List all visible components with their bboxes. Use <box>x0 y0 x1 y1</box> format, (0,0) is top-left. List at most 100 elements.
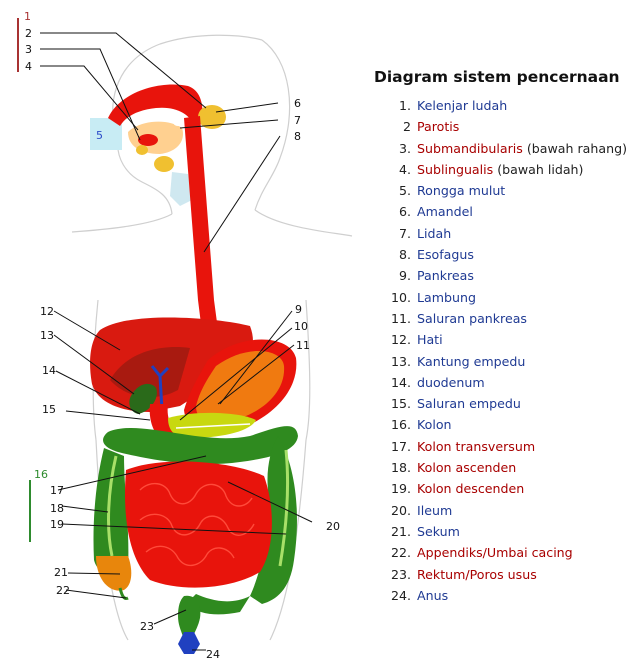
legend-item-number: 14. <box>390 374 411 390</box>
legend-item-term: Pankreas <box>417 268 474 284</box>
callout-10: 10 <box>294 320 308 333</box>
legend-item: 10. Lambung <box>374 287 630 308</box>
larynx <box>170 172 192 206</box>
legend-item-note: (bawah rahang) <box>522 140 627 156</box>
liver-shadow <box>110 347 190 398</box>
anus <box>178 632 200 654</box>
legend-item: 6. Amandel <box>374 201 630 222</box>
legend-item-number: 10. <box>390 289 411 305</box>
legend-item-number: 5. <box>398 183 411 199</box>
callout-17: 17 <box>50 484 64 497</box>
sublingual-gland <box>136 145 148 155</box>
legend-item-number: 8. <box>398 247 411 263</box>
legend-list: 1. Kelenjar ludah 2 Parotis 3.Submandibulari… <box>374 95 630 606</box>
callout-23: 23 <box>140 620 154 633</box>
legend-item-number: 11. <box>390 310 411 326</box>
callout-3: 3 <box>25 43 32 56</box>
small-intestine <box>125 461 272 588</box>
legend-item-term: duodenum <box>417 374 485 390</box>
callout-18: 18 <box>50 502 64 515</box>
callout-15: 15 <box>42 403 56 416</box>
legend-item-term: Ileum <box>417 502 453 518</box>
callout-14: 14 <box>42 364 56 377</box>
pharynx <box>108 84 203 126</box>
callout-7: 7 <box>294 114 301 127</box>
legend-item: 2 Parotis <box>374 116 630 137</box>
callout-21: 21 <box>54 566 68 579</box>
legend-item-number: 9. <box>398 268 411 284</box>
parotid-gland <box>198 105 226 129</box>
legend-item-term: Sekum <box>417 523 460 539</box>
callout-24: 24 <box>206 648 220 661</box>
legend-item-term: Rektum/Poros usus <box>417 566 537 582</box>
legend-item-term: Sublingualis <box>417 161 494 177</box>
cecum <box>96 556 132 591</box>
appendix <box>118 587 129 600</box>
callout-5: 5 <box>96 129 103 142</box>
legend-item: 16. Kolon <box>374 414 630 435</box>
legend-item-number: 6. <box>398 204 411 220</box>
legend-item-term: Submandibularis <box>417 140 523 156</box>
legend-item-number: 16. <box>390 417 411 433</box>
legend-panel: Diagram sistem pencernaan 1.Kelenjar lud… <box>374 68 630 606</box>
legend-item-number: 22. <box>390 545 411 561</box>
legend-item: 5.Rongga mulut <box>374 180 630 201</box>
callout-9: 9 <box>295 303 302 316</box>
legend-item-number: 7. <box>398 225 411 241</box>
legend-item-term: Lambung <box>417 289 476 305</box>
tongue-tip <box>138 134 158 146</box>
legend-item-number: 1. <box>398 98 411 113</box>
legend-item: 11. Saluran pankreas <box>374 308 630 329</box>
legend-item: 17.Kolon transversum <box>374 436 630 457</box>
callout-22: 22 <box>56 584 70 597</box>
legend-item-number: 2 <box>402 119 411 135</box>
legend-item: 7. Lidah <box>374 223 630 244</box>
legend-item: 3.Submandibularis (bawah rahang) <box>374 138 630 159</box>
legend-item: 12. Hati <box>374 329 630 350</box>
legend-item: 23. Rektum/Poros usus <box>374 564 630 585</box>
ascending-colon-highlight <box>107 455 118 557</box>
legend-item-term: Parotis <box>417 119 460 135</box>
legend-item: 14. duodenum <box>374 372 630 393</box>
legend-item-term: Hati <box>417 332 443 348</box>
legend-item: 4. Sublingualis (bawah lidah) <box>374 159 630 180</box>
legend-item-number: 15. <box>390 396 411 412</box>
legend-item-term: Kolon <box>417 417 452 433</box>
legend-item-note: (bawah lidah) <box>493 161 584 177</box>
legend-item-number: 18. <box>390 460 411 476</box>
legend-item-number: 23. <box>390 566 411 582</box>
callout-4: 4 <box>25 60 32 73</box>
tonsil <box>173 118 183 126</box>
pancreatic-duct <box>175 423 251 429</box>
callout-8: 8 <box>294 130 301 143</box>
legend-item: 9. Pankreas <box>374 265 630 286</box>
callout-2: 2 <box>25 27 32 40</box>
legend-item-term: Kelenjar ludah <box>417 98 508 113</box>
legend-item-term: Kolon ascenden <box>417 460 517 476</box>
legend-item-term: Saluran empedu <box>417 396 521 412</box>
legend-item: 24.Anus <box>374 585 630 606</box>
legend-item: 18. Kolon ascenden <box>374 457 630 478</box>
leader-lines <box>40 32 313 651</box>
legend-item: 22.Appendiks/Umbai cacing <box>374 542 630 563</box>
callout-13: 13 <box>40 329 54 342</box>
legend-item-number: 13. <box>390 353 411 369</box>
legend-item-term: Amandel <box>417 204 473 220</box>
legend-item-number: 4. <box>398 161 411 177</box>
esophagus <box>184 116 222 364</box>
callout-20: 20 <box>326 520 340 533</box>
callout-11: 11 <box>296 339 310 352</box>
transverse-colon <box>103 426 298 465</box>
legend-item-number: 12. <box>390 332 411 348</box>
small-intestine-folds <box>139 483 255 566</box>
legend-item: 8.Esofagus <box>374 244 630 265</box>
legend-item-term: Anus <box>417 587 449 603</box>
legend-item-term: Lidah <box>417 225 452 241</box>
callout-12: 12 <box>40 305 54 318</box>
legend-item-number: 21. <box>390 523 411 539</box>
legend-item-term: Saluran pankreas <box>417 310 527 326</box>
callout-6: 6 <box>294 97 301 110</box>
legend-item: 15. Saluran empedu <box>374 393 630 414</box>
callout-1: 1 <box>24 10 31 23</box>
